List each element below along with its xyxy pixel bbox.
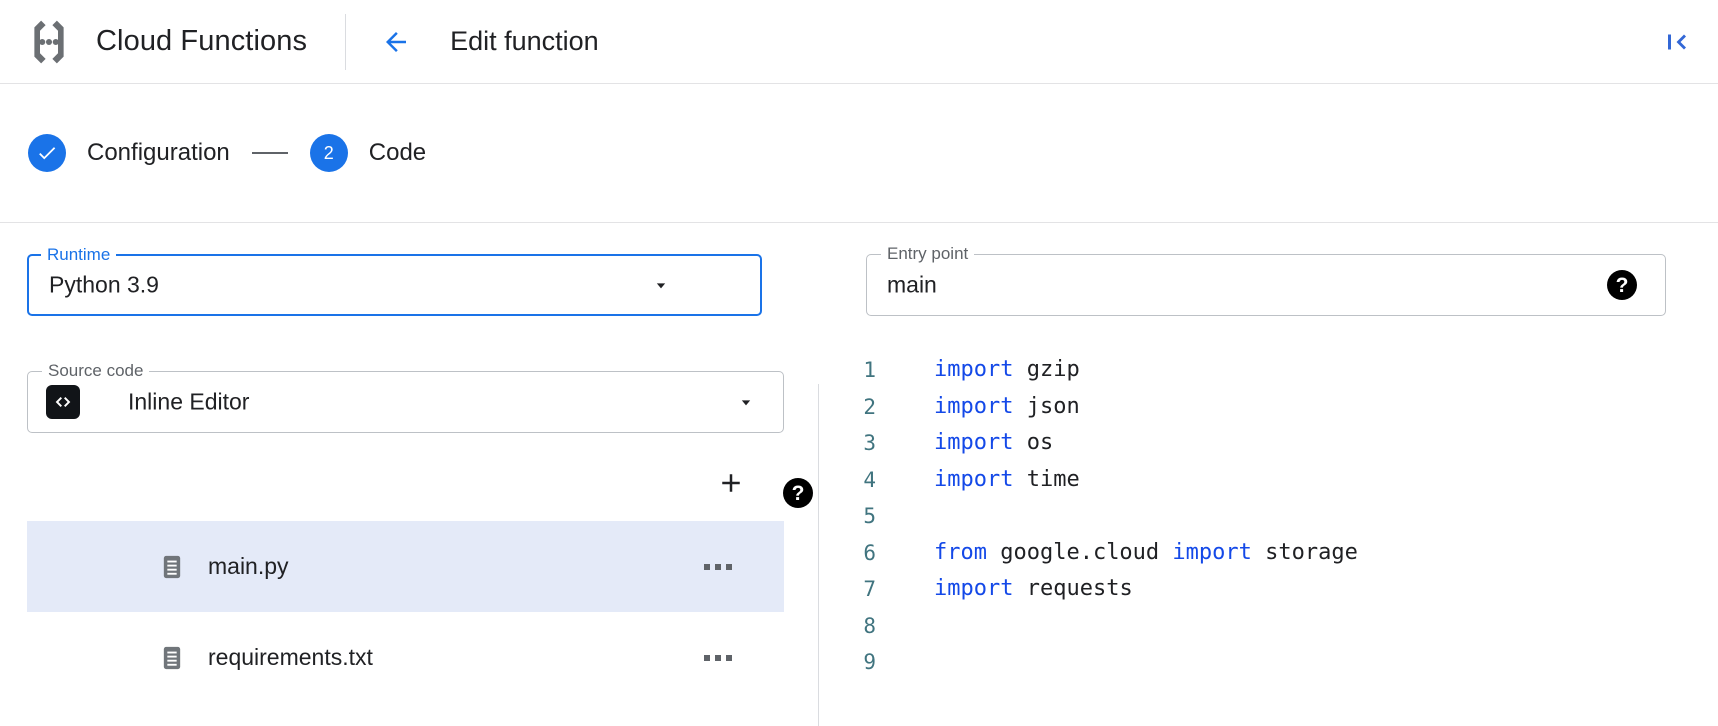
file-name: main.py <box>208 553 289 579</box>
entry-point-value: main <box>887 271 937 298</box>
line-number: 1 <box>863 358 876 382</box>
source-code-chevron-down-icon[interactable] <box>729 385 763 419</box>
source-code-label: Source code <box>42 361 150 381</box>
source-code-select[interactable]: Source code Inline Editor <box>27 361 784 433</box>
code-text: import gzip <box>934 357 1080 382</box>
file-more-horizontal-icon[interactable] <box>704 563 732 570</box>
step-code-label: Code <box>368 139 427 166</box>
step-configuration-label: Configuration <box>87 139 230 166</box>
wizard-stepper: Configuration 2 Code <box>0 84 1718 223</box>
line-number: 3 <box>863 431 876 455</box>
entry-point-label: Entry point <box>881 244 975 264</box>
step-code-marker: 2 <box>309 134 348 172</box>
add-file-button[interactable] <box>710 462 752 504</box>
line-number: 2 <box>863 394 876 419</box>
code-text: import os <box>934 430 1054 455</box>
file-list-item-main-py[interactable]: main.py <box>27 521 784 612</box>
code-line: 7 import requests <box>830 571 1718 608</box>
entry-point-help-icon[interactable]: ? <box>1607 270 1637 300</box>
panel-divider <box>818 384 819 726</box>
app-header: Cloud Functions Edit function <box>0 0 1718 84</box>
code-text: import json <box>934 393 1080 419</box>
collapse-panel-button[interactable] <box>1654 20 1698 64</box>
header-divider <box>345 13 347 70</box>
arrow-left-icon <box>386 31 407 52</box>
brand[interactable]: Cloud Functions <box>0 15 307 69</box>
code-line: 2 import json <box>830 389 1718 426</box>
code-line: 8 <box>830 608 1718 645</box>
line-number: 8 <box>863 613 876 638</box>
code-brackets-icon <box>46 385 80 419</box>
entry-point-input[interactable]: Entry point main ? <box>866 244 1666 316</box>
code-step-body: Runtime Python 3.9 ? Entry point main ? … <box>0 224 1718 726</box>
plus-icon <box>722 474 740 492</box>
runtime-chevron-down-icon[interactable] <box>644 268 678 302</box>
check-icon <box>39 147 56 160</box>
cloud-functions-logo-icon <box>22 15 76 69</box>
file-toolbar <box>27 452 784 514</box>
file-list: main.py requirements.txt <box>27 521 784 703</box>
product-name: Cloud Functions <box>96 25 308 57</box>
code-line: 9 <box>830 644 1718 681</box>
line-number: 4 <box>863 467 876 492</box>
runtime-label: Runtime <box>41 245 117 265</box>
file-name: requirements.txt <box>208 644 373 670</box>
file-more-horizontal-icon[interactable] <box>704 654 732 661</box>
code-line: 1 import gzip <box>830 352 1718 389</box>
code-line: 6 from google.cloud import storage <box>830 535 1718 572</box>
code-line: 3 import os <box>830 425 1718 462</box>
line-number: 5 <box>863 504 876 528</box>
first-page-icon <box>1668 34 1686 49</box>
source-code-value: Inline Editor <box>128 388 250 415</box>
code-text: import requests <box>934 576 1133 601</box>
step-connector <box>251 152 288 154</box>
line-number: 7 <box>863 577 876 601</box>
code-text: import time <box>934 466 1080 492</box>
line-number: 9 <box>863 650 876 674</box>
file-document-icon <box>158 644 186 672</box>
code-line: 5 <box>830 498 1718 535</box>
back-button[interactable] <box>372 18 420 66</box>
code-text: from google.cloud import storage <box>934 539 1358 565</box>
inline-code-editor[interactable]: 1 import gzip 2 import json 3 import os 4 impor… <box>830 352 1718 726</box>
line-number: 6 <box>863 540 876 565</box>
file-list-item-requirements-txt[interactable]: requirements.txt <box>27 612 784 703</box>
runtime-select[interactable]: Runtime Python 3.9 <box>27 245 762 316</box>
code-line: 4 import time <box>830 462 1718 499</box>
step-code[interactable]: 2 Code <box>309 134 427 172</box>
runtime-help-icon[interactable]: ? <box>783 478 813 508</box>
page-title: Edit function <box>450 26 599 56</box>
step-configuration-marker <box>28 134 66 172</box>
runtime-value: Python 3.9 <box>49 271 159 298</box>
file-document-icon <box>158 553 186 581</box>
step-configuration[interactable]: Configuration <box>28 134 230 172</box>
